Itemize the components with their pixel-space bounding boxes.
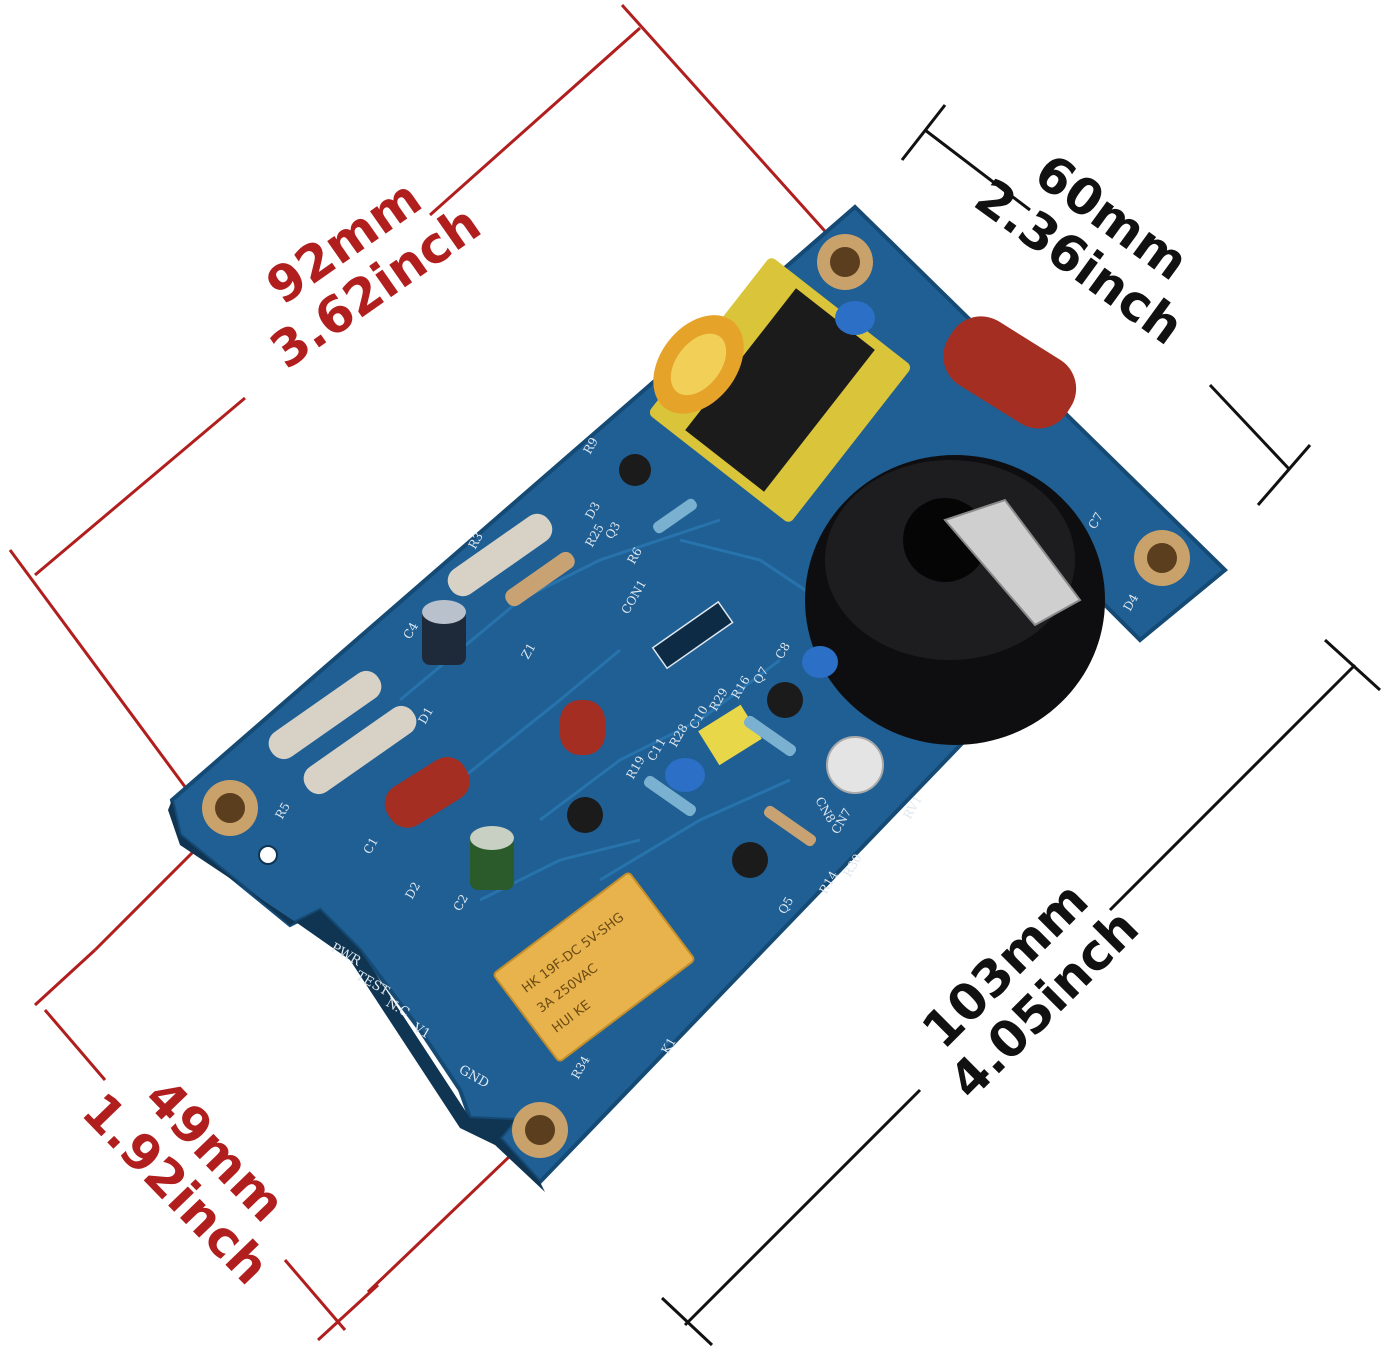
electrolytic-capacitors xyxy=(422,600,514,890)
dim-49-left-tick xyxy=(33,948,97,1007)
film-capacitor-small xyxy=(560,700,605,755)
pcb-edge xyxy=(168,800,545,1192)
power-resistors xyxy=(268,513,575,795)
silk-z1: Z1 xyxy=(518,641,538,662)
film-capacitor-large xyxy=(943,316,1077,429)
dim-60-bottom-tick xyxy=(1256,444,1312,506)
film-capacitor-small xyxy=(384,757,470,828)
ceramic-capacitor xyxy=(665,758,705,792)
dim-49-line-a xyxy=(43,1009,107,1081)
dim-49-leader-bottom xyxy=(366,1130,537,1294)
dim-60-line-b xyxy=(1208,383,1292,472)
potentiometer xyxy=(826,736,884,794)
con1-header xyxy=(651,600,734,670)
dim-92-line-a xyxy=(34,396,246,577)
dim-103-line-a xyxy=(1108,663,1357,912)
pcb-traces xyxy=(399,518,821,902)
pcb-board xyxy=(168,204,1228,1192)
dimension-lines xyxy=(8,3,1382,1347)
dim-103-top-tick xyxy=(1323,638,1382,692)
dim-103-line-b xyxy=(683,1088,922,1327)
transistors xyxy=(567,454,803,878)
components: HK 19F-DC 5V-SHG 3A 250VAC HUI KE xyxy=(268,258,1105,1062)
dim-60-line-a xyxy=(924,128,1031,212)
mounting-holes xyxy=(202,234,1190,1158)
ceramic-capacitor xyxy=(835,301,875,335)
dim-49-line-b xyxy=(283,1259,347,1331)
ceramic-capacitor xyxy=(802,646,838,678)
small-resistors xyxy=(643,498,817,847)
spark-terminal xyxy=(943,498,1082,627)
dim-92-right-tick xyxy=(620,3,860,270)
dim-92-line-b xyxy=(429,26,641,217)
dim-49-right-tick xyxy=(316,1283,380,1342)
dim-60-top-tick xyxy=(900,104,947,161)
igniter-coil xyxy=(805,455,1105,745)
